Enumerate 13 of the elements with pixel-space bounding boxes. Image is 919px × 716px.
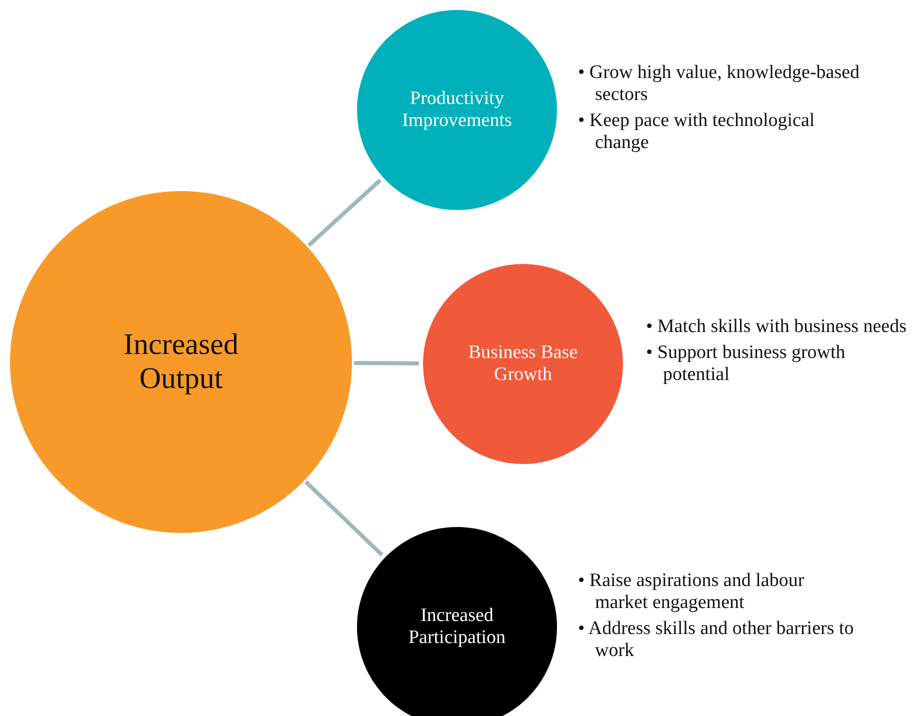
bullet-item: • Grow high value, knowledge-based sectors [578,62,861,106]
connector-line [304,480,384,556]
node-label: Business Base Growth [467,342,579,386]
bullet-item: • Keep pace with technological change [578,110,816,154]
node-label: Increased Output [122,328,240,396]
node-label: Increased Participation [407,605,507,649]
bullet-item: • Support business growth potential [646,342,846,386]
bullet-item: • Raise aspirations and labour market engagement [578,570,806,614]
bullet-item: • Address skills and other barriers to work [578,618,855,662]
connector-line [307,178,382,247]
bullet-item: • Match skills with business needs [646,316,908,338]
node-label: Productivity Improvements [401,88,513,132]
connector-line [354,361,419,366]
